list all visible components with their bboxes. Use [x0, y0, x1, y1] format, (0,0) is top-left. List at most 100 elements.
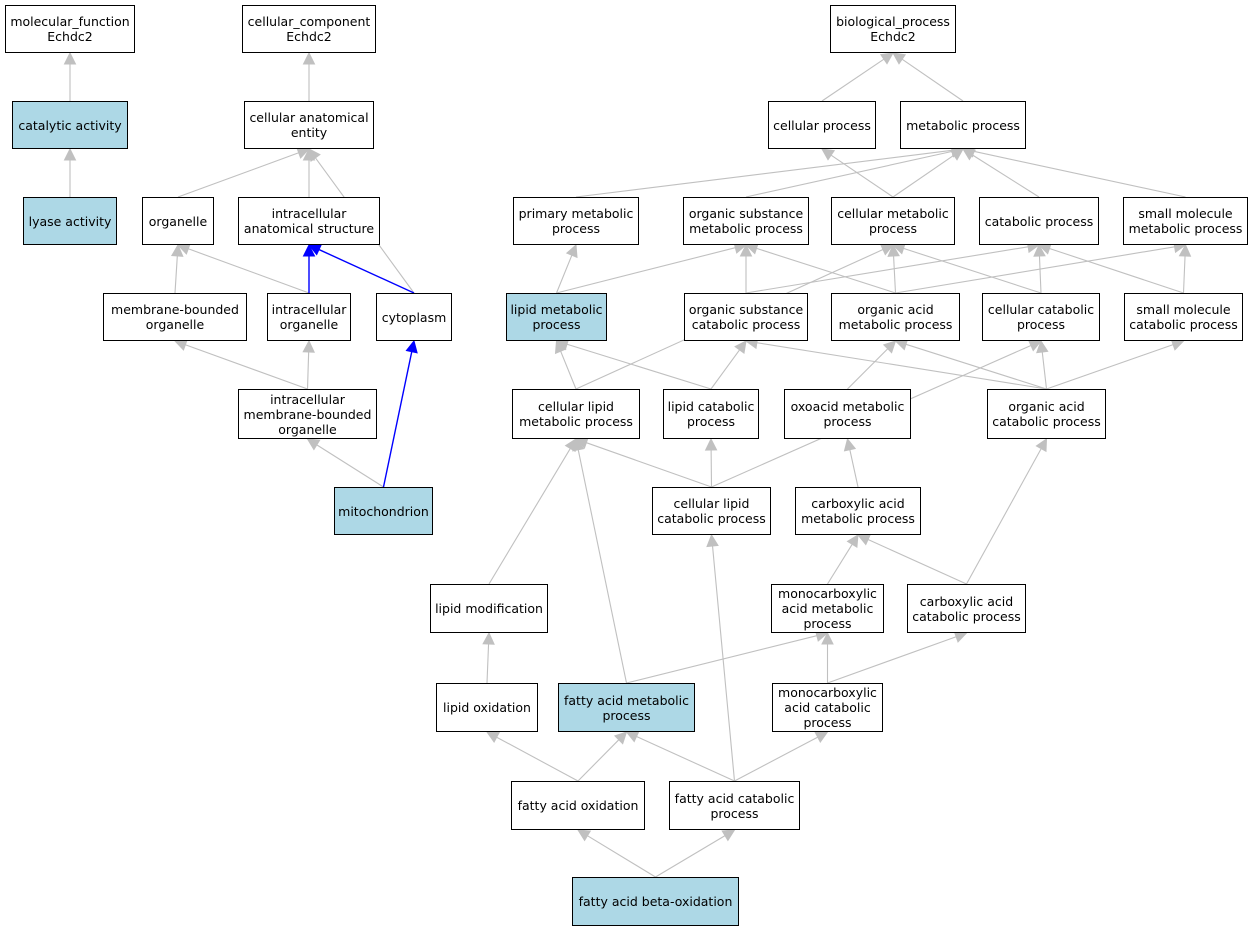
node-mf[interactable]: molecular_function Echdc2: [5, 5, 135, 53]
edge-io-to-organelle: [188, 248, 310, 294]
node-fao[interactable]: fatty acid oxidation: [511, 781, 645, 830]
edge-famp-to-mcamp: [626, 635, 817, 684]
arrowhead-lyase-to-catalytic: [63, 147, 77, 161]
arrowhead-io-to-ias: [302, 243, 316, 257]
edge-ccp-to-catproc: [1038, 255, 1042, 294]
node-cytoplasm[interactable]: cytoplasm: [376, 293, 452, 341]
node-bp[interactable]: biological_process Echdc2: [830, 5, 956, 53]
node-oamp[interactable]: organic acid metabolic process: [831, 293, 960, 341]
arrowhead-cacp-to-oacp: [1035, 438, 1048, 453]
arrowhead-clcp-to-lcp: [704, 437, 718, 451]
edge-fabo-to-fao: [587, 835, 656, 878]
node-pmp[interactable]: primary metabolic process: [513, 197, 639, 245]
node-catalytic[interactable]: catalytic activity: [12, 101, 128, 149]
arrowhead-camp-to-oxmp: [843, 437, 857, 452]
arrowhead-mito-to-imbo: [306, 438, 321, 451]
edge-lmod-to-clmp: [488, 448, 571, 585]
node-mcamp[interactable]: monocarboxylic acid metabolic process: [771, 584, 884, 633]
edge-metproc-to-bp: [901, 58, 964, 102]
arrowhead-oxmp-to-oamp: [882, 340, 897, 354]
node-osmp[interactable]: organic substance metabolic process: [683, 197, 809, 245]
node-cellproc[interactable]: cellular process: [768, 101, 876, 149]
edge-cellproc-to-bp: [821, 58, 885, 102]
node-lmp[interactable]: lipid metabolic process: [506, 293, 607, 341]
edge-smcp-to-smmp: [1182, 255, 1186, 294]
arrowhead-cae-to-cc: [302, 51, 316, 65]
edge-oscp-to-catproc: [745, 246, 1029, 294]
node-lmod[interactable]: lipid modification: [430, 584, 548, 633]
edge-oxmp-to-oamp: [847, 348, 889, 390]
edge-lcp-to-oscp: [710, 349, 740, 390]
edge-lcp-to-lmp: [566, 343, 712, 390]
arrowhead-cmp-to-metproc: [949, 148, 964, 161]
arrowhead-catalytic-to-mf: [63, 51, 77, 65]
node-camp[interactable]: carboxylic acid metabolic process: [795, 487, 921, 535]
node-cc[interactable]: cellular_component Echdc2: [242, 5, 376, 53]
edge-oacp-to-ccp: [1041, 351, 1048, 390]
arrowhead-fao-to-lox: [486, 731, 501, 744]
edge-osmp-to-metproc: [745, 150, 953, 198]
node-cacp[interactable]: carboxylic acid catabolic process: [907, 584, 1026, 633]
edge-imbo-to-mbo: [185, 344, 308, 390]
edge-catproc-to-metproc: [972, 154, 1040, 198]
arrowhead-mbo-to-organelle: [170, 243, 184, 257]
arrowhead-lox-to-lmod: [482, 631, 495, 645]
edge-mbo-to-organelle: [174, 255, 178, 294]
arrowhead-facp-to-macp: [814, 731, 829, 743]
arrowhead-fabo-to-fao: [577, 829, 592, 842]
arrowhead-fabo-to-facp: [721, 829, 736, 842]
node-cae[interactable]: cellular anatomical entity: [244, 101, 374, 149]
arrowhead-cmp-to-cellproc: [821, 148, 836, 161]
node-organelle[interactable]: organelle: [142, 197, 214, 245]
node-ias[interactable]: intracellular anatomical structure: [238, 197, 380, 245]
edge-oacp-to-oamp: [905, 343, 1047, 390]
node-catproc[interactable]: catabolic process: [979, 197, 1099, 245]
arrowhead-oamp-to-cmp: [887, 243, 900, 257]
node-mbo[interactable]: membrane-bounded organelle: [103, 293, 247, 341]
arrowhead-macp-to-cacp: [953, 630, 968, 643]
arrowhead-oacp-to-ccp: [1036, 339, 1049, 354]
node-io[interactable]: intracellular organelle: [267, 293, 351, 341]
node-macp[interactable]: monocarboxylic acid catabolic process: [772, 683, 883, 732]
edge-fao-to-famp: [577, 739, 620, 782]
node-clmp[interactable]: cellular lipid metabolic process: [512, 389, 640, 439]
edge-oamp-to-osmp: [756, 247, 896, 294]
node-lcp[interactable]: lipid catabolic process: [663, 389, 759, 439]
node-smmp[interactable]: small molecule metabolic process: [1123, 197, 1248, 245]
edge-cmp-to-cellproc: [830, 154, 894, 198]
edge-facp-to-clcp: [711, 545, 736, 782]
arrowhead-metproc-to-bp: [892, 52, 907, 65]
edge-pmp-to-metproc: [575, 149, 953, 198]
edge-mito-to-imbo: [316, 444, 384, 488]
arrowhead-facp-to-clcp: [706, 533, 719, 548]
node-lox[interactable]: lipid oxidation: [436, 683, 538, 732]
node-lyase[interactable]: lyase activity: [23, 197, 117, 245]
node-fabo[interactable]: fatty acid beta-oxidation: [572, 877, 739, 926]
edge-lox-to-lmod: [486, 643, 490, 684]
arrowhead-ccp-to-catproc: [1033, 243, 1046, 257]
edge-cacp-to-camp: [867, 539, 967, 585]
node-imbo[interactable]: intracellular membrane-bounded organelle: [238, 389, 377, 439]
node-smcp[interactable]: small molecule catabolic process: [1124, 293, 1243, 341]
edge-lmp-to-pmp: [555, 254, 573, 294]
node-oscp[interactable]: organic substance catabolic process: [684, 293, 808, 341]
arrowhead-lcp-to-oscp: [734, 340, 747, 354]
node-ccp[interactable]: cellular catabolic process: [982, 293, 1100, 341]
node-oacp[interactable]: organic acid catabolic process: [987, 389, 1106, 439]
arrowhead-cacp-to-camp: [856, 533, 872, 546]
edge-famp-to-clmp: [577, 449, 628, 684]
node-clcp[interactable]: cellular lipid catabolic process: [652, 487, 771, 535]
edge-oacp-to-oscp: [756, 342, 1047, 390]
node-oxmp[interactable]: oxoacid metabolic process: [784, 389, 911, 439]
node-famp[interactable]: fatty acid metabolic process: [558, 683, 695, 732]
edge-mito-to-cytoplasm: [382, 351, 413, 488]
node-metproc[interactable]: metabolic process: [900, 101, 1026, 149]
edge-clmp-to-lmp: [560, 350, 577, 390]
node-mito[interactable]: mitochondrion: [334, 487, 433, 535]
node-facp[interactable]: fatty acid catabolic process: [669, 781, 800, 830]
node-cmp[interactable]: cellular metabolic process: [831, 197, 955, 245]
arrowhead-macp-to-mcamp: [821, 631, 834, 645]
arrowhead-fao-to-famp: [613, 731, 628, 745]
